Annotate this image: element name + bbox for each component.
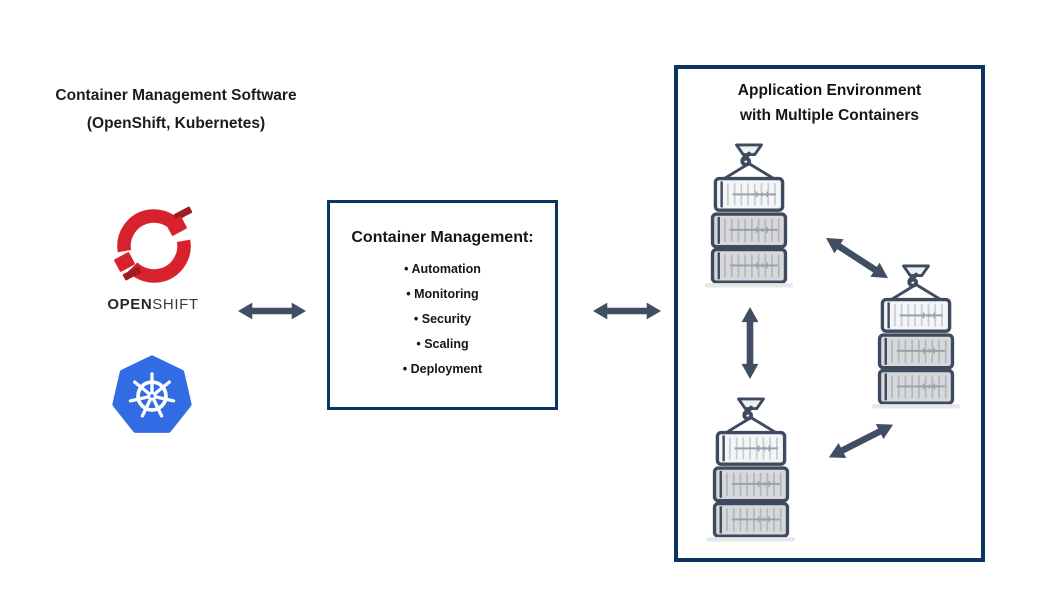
left-title-line1: Container Management Software [55, 87, 297, 104]
bullet-security: • Security [413, 312, 472, 326]
container-stack-icon-bottom [703, 396, 799, 542]
right-box-title-line1: Application Environment [737, 82, 922, 99]
openshift-logo: OPENSHIFT [98, 202, 208, 313]
center-box-list: • Automation • Monitoring • Security • S… [330, 257, 555, 382]
container-management-box: Container Management: • Automation • Mon… [327, 200, 558, 410]
kubernetes-helm-icon [110, 355, 194, 441]
bidirectional-arrow-center [593, 300, 661, 322]
openshift-wordmark: OPENSHIFT [98, 296, 208, 313]
openshift-wordmark-light: SHIFT [152, 296, 199, 313]
openshift-ring-icon [103, 206, 203, 294]
bidirectional-arrow-vertical [739, 307, 761, 379]
right-box-title: Application Environment with Multiple Co… [678, 78, 981, 128]
center-box-title: Container Management: [351, 229, 534, 246]
container-stack-icon-top [701, 142, 797, 288]
bidirectional-arrow-left [238, 300, 306, 322]
bullet-deployment: • Deployment [402, 362, 483, 376]
openshift-wordmark-bold: OPEN [107, 296, 153, 313]
kubernetes-logo [110, 355, 194, 442]
left-title: Container Management Software (OpenShift… [18, 82, 334, 138]
bullet-scaling: • Scaling [416, 337, 469, 351]
right-box-title-line2: with Multiple Containers [739, 107, 920, 124]
left-title-line2: (OpenShift, Kubernetes) [86, 115, 266, 132]
bullet-monitoring: • Monitoring [406, 287, 479, 301]
bullet-automation: • Automation [404, 262, 481, 276]
